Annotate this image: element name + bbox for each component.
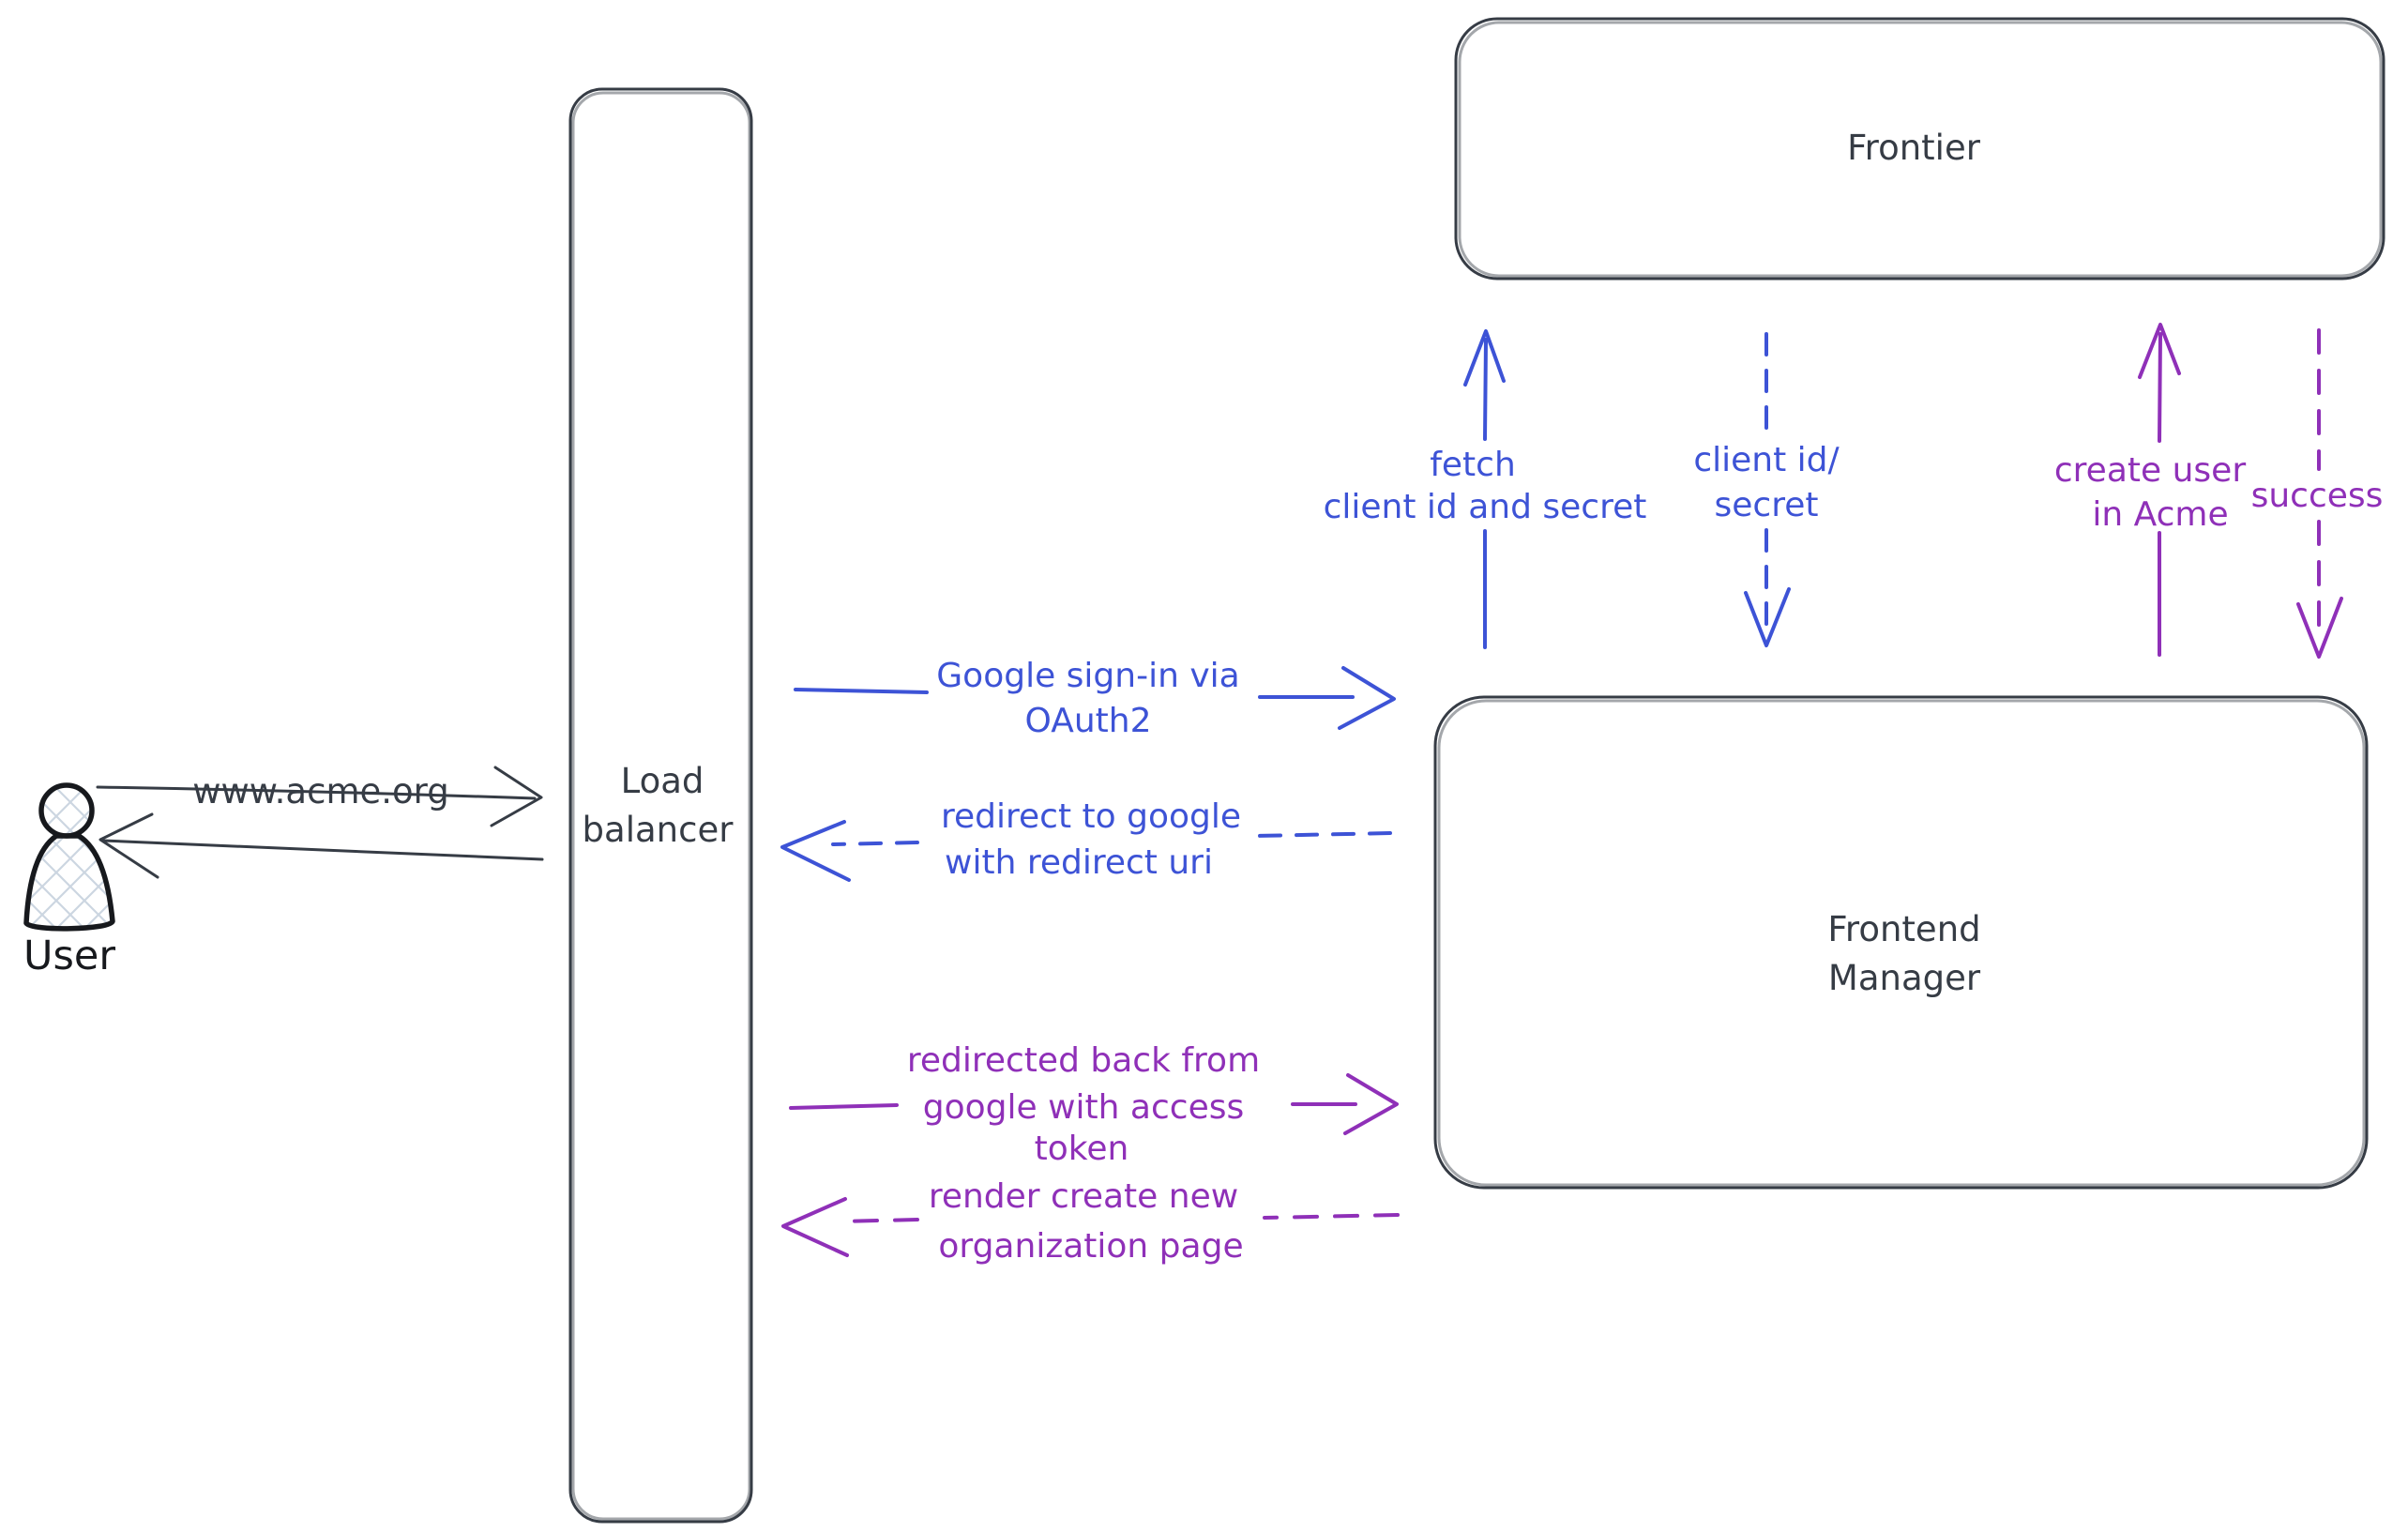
create-user-label-line2: in Acme xyxy=(2092,495,2228,534)
create-user-arrowhead xyxy=(2138,323,2181,379)
google-signin-label-line2: OAuth2 xyxy=(1025,702,1152,740)
frontier-node: Frontier xyxy=(1454,17,2385,281)
render-org-page-label-line1: render create new xyxy=(929,1177,1238,1216)
fetch-secret-arrow: fetch client id and secret xyxy=(1324,329,1647,649)
success-arrow: success xyxy=(2251,328,2384,659)
redirected-back-arrow: redirected back from google with access … xyxy=(789,1041,1399,1168)
render-org-page-line-left xyxy=(836,1218,919,1223)
create-user-arrow: create user in Acme xyxy=(2054,323,2246,657)
render-org-page-arrow: render create new organization page xyxy=(781,1177,1400,1266)
google-signin-arrowhead xyxy=(1338,666,1396,730)
redirect-google-line-left xyxy=(831,841,919,846)
fetch-secret-label-line2: client id and secret xyxy=(1324,488,1647,526)
acme-request-arrow: www.acme.org xyxy=(96,766,543,827)
acme-request-label: www.acme.org xyxy=(192,771,448,812)
load-balancer-node: Load balancer xyxy=(568,87,753,1524)
render-org-page-line-right xyxy=(1263,1213,1400,1220)
google-signin-line-left xyxy=(794,688,929,694)
redirect-google-label-line2: with redirect uri xyxy=(945,843,1213,882)
google-signin-arrow: Google sign-in via OAuth2 xyxy=(794,657,1396,740)
redirected-back-label-line3: token xyxy=(1035,1130,1129,1168)
user-actor: User xyxy=(23,782,115,979)
acme-response-arrow xyxy=(98,812,544,879)
success-arrowhead xyxy=(2296,597,2343,659)
frontend-manager-node: Frontend Manager xyxy=(1433,695,2369,1190)
redirect-google-arrowhead xyxy=(780,820,851,882)
frontend-manager-label-line1: Frontend xyxy=(1827,909,1980,949)
redirect-google-arrow: redirect to google with redirect uri xyxy=(780,797,1392,882)
redirect-google-label-line1: redirect to google xyxy=(941,797,1241,836)
redirected-back-label-line1: redirected back from xyxy=(907,1041,1260,1080)
user-label: User xyxy=(23,933,115,979)
acme-request-line xyxy=(96,785,537,800)
create-user-label-line1: create user xyxy=(2054,451,2246,490)
redirected-back-arrowhead xyxy=(1343,1073,1399,1135)
client-id-secret-label-line2: secret xyxy=(1715,486,1819,524)
render-org-page-label-line2: organization page xyxy=(938,1227,1243,1266)
load-balancer-label-line1: Load xyxy=(621,761,704,801)
client-id-secret-arrow: client id/ secret xyxy=(1693,332,1840,647)
fetch-secret-line-top xyxy=(1483,338,1488,441)
fetch-secret-label-line1: fetch xyxy=(1430,446,1516,484)
redirected-back-label-line2: google with access xyxy=(923,1088,1244,1127)
google-signin-label-line1: Google sign-in via xyxy=(936,657,1239,695)
frontend-manager-label-line2: Manager xyxy=(1828,958,1981,998)
acme-request-arrowhead xyxy=(490,766,543,827)
redirect-google-line-right xyxy=(1255,831,1392,838)
frontier-label: Frontier xyxy=(1847,128,1981,168)
user-icon xyxy=(38,782,95,839)
create-user-line-top xyxy=(2158,332,2162,443)
client-id-secret-label-line1: client id/ xyxy=(1693,441,1840,479)
success-label: success xyxy=(2251,477,2384,515)
load-balancer-label-line2: balancer xyxy=(583,810,735,850)
render-org-page-arrowhead xyxy=(781,1197,849,1257)
user-icon-body xyxy=(23,833,115,932)
acme-response-line xyxy=(101,839,544,861)
client-id-secret-arrowhead xyxy=(1744,587,1791,647)
acme-response-arrowhead xyxy=(98,812,159,879)
fetch-secret-arrowhead xyxy=(1463,329,1506,387)
redirected-back-line-left xyxy=(789,1103,899,1110)
